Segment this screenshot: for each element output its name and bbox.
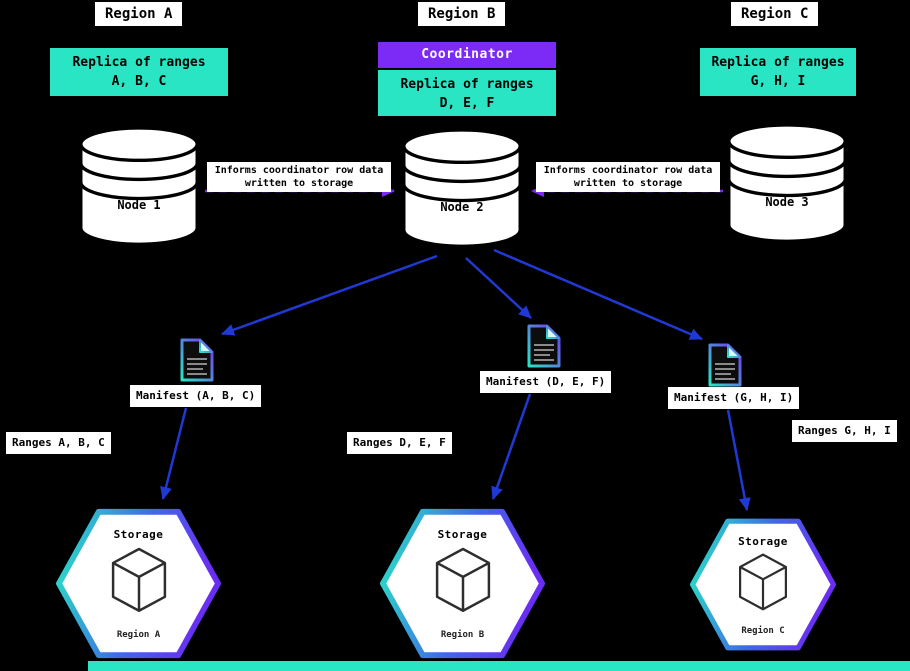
manifest-b-label: Manifest (D, E, F): [480, 371, 612, 393]
arrow-node2-to-manifest-a: [221, 254, 438, 336]
replica-box-c: Replica of ranges G, H, I: [700, 48, 856, 96]
manifest-c-label: Manifest (G, H, I): [668, 387, 800, 409]
node-2-database-icon: [402, 128, 522, 248]
inform-label-left: Informs coordinator row data written to …: [207, 162, 391, 192]
replica-box-a: Replica of ranges A, B, C: [50, 48, 228, 96]
ranges-a-label: Ranges A, B, C: [6, 432, 111, 454]
node-3-database-icon: [727, 123, 847, 243]
replica-b-line1: Replica of ranges: [400, 77, 534, 92]
storage-c-region-label: Region C: [741, 625, 785, 636]
storage-b-cube-icon: [435, 548, 490, 613]
storage-a: Storage Region A: [56, 506, 221, 661]
storage-b-region-label: Region B: [440, 630, 485, 640]
ranges-b-label: Ranges D, E, F: [347, 432, 452, 454]
node-1-database-icon: [79, 126, 199, 246]
storage-c-title: Storage: [738, 535, 788, 549]
coordinator-box: Coordinator: [378, 42, 556, 68]
manifest-a-file-icon: [180, 338, 214, 382]
manifest-c-file-icon: [708, 343, 742, 387]
node-2-label: Node 2: [440, 200, 484, 214]
storage-b-title: Storage: [437, 527, 488, 541]
replica-b-line2: D, E, F: [439, 96, 495, 111]
replica-box-b: Replica of ranges D, E, F: [378, 70, 556, 116]
replica-a-line1: Replica of ranges: [72, 55, 206, 70]
replica-c-line1: Replica of ranges: [711, 55, 845, 70]
region-a-title: Region A: [95, 2, 183, 26]
node-1-label: Node 1: [117, 198, 161, 212]
storage-a-region-label: Region A: [116, 630, 161, 640]
region-c-title: Region C: [731, 2, 819, 26]
storage-b: Storage Region B: [380, 506, 545, 661]
region-b-title: Region B: [418, 2, 506, 26]
arrow-node2-to-manifest-b: [465, 257, 532, 319]
inform-label-right: Informs coordinator row data written to …: [536, 162, 720, 192]
replica-a-line2: A, B, C: [111, 74, 167, 89]
storage-a-cube-icon: [111, 548, 166, 613]
arrow-manifest-b-to-storage-b: [491, 393, 532, 500]
arrow-manifest-a-to-storage-a: [160, 407, 188, 500]
storage-c: Storage Region C: [690, 516, 836, 653]
arrow-manifest-c-to-storage-c: [726, 409, 751, 511]
node-3-label: Node 3: [765, 195, 809, 209]
manifest-a-label: Manifest (A, B, C): [130, 385, 262, 407]
replica-c-line2: G, H, I: [750, 74, 806, 89]
manifest-b-file-icon: [527, 324, 561, 368]
storage-a-title: Storage: [113, 527, 164, 541]
storage-c-cube-icon: [739, 553, 787, 610]
ranges-c-label: Ranges G, H, I: [792, 420, 897, 442]
bottom-accent-bar: [88, 661, 910, 671]
